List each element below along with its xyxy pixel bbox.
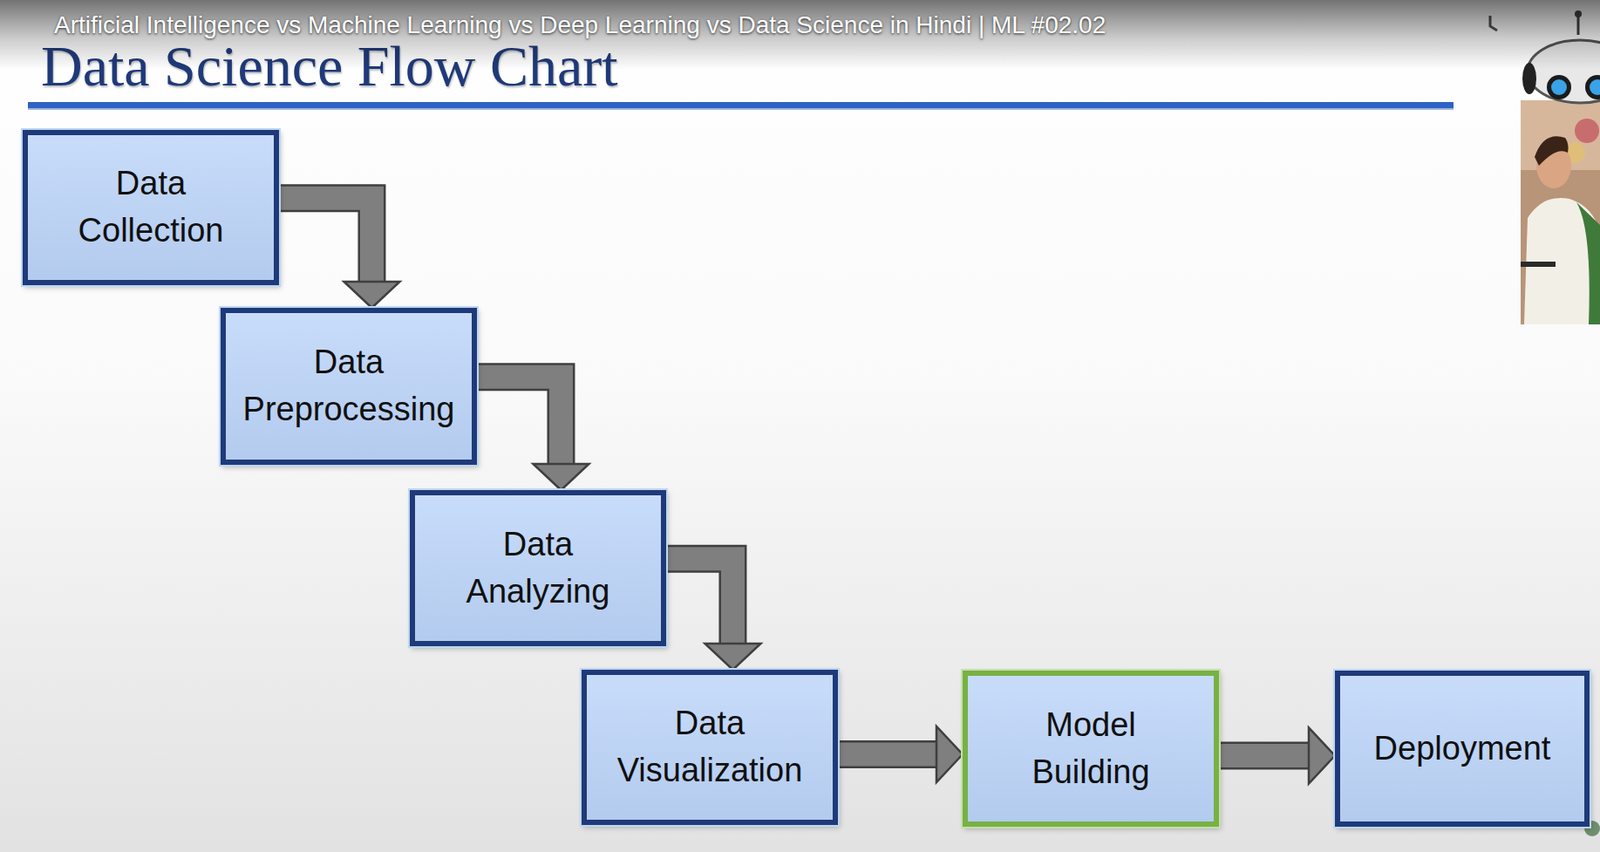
process-box: Deployment (1334, 670, 1590, 827)
video-title: Artificial Intelligence vs Machine Learn… (54, 10, 1106, 41)
arrow-head (343, 281, 400, 308)
flow-arrow (837, 726, 963, 783)
process-box: Data Visualization (581, 669, 838, 825)
arrow-shaft (1218, 743, 1310, 768)
presenter-thumbnail (1520, 100, 1600, 325)
arrow-head (532, 463, 589, 491)
process-box: Model Building (962, 670, 1219, 827)
flow-arrow (279, 197, 400, 308)
process-box: Data Analyzing (409, 490, 667, 647)
arrow-shaft-outline (476, 376, 561, 465)
arrow-shaft-outline (666, 558, 733, 645)
arrow-shaft (476, 376, 561, 465)
flow-arrow (1218, 728, 1335, 784)
box-label: Data Collection (78, 160, 225, 255)
arrow-shaft (279, 197, 372, 283)
box-label: Deployment (1374, 725, 1552, 773)
box-label: Model Building (1031, 701, 1150, 797)
arrow-shaft (837, 742, 938, 767)
arrow-head (936, 726, 963, 783)
title-rule (27, 102, 1454, 109)
flow-arrow (666, 558, 761, 670)
arrow-shaft-outline (279, 197, 372, 283)
process-box: Data Collection (22, 129, 280, 286)
arrow-shaft-outline (837, 740, 938, 769)
box-label: Data Analyzing (466, 521, 611, 616)
box-label: Data Visualization (617, 700, 804, 795)
arrow-shaft-outline (1218, 742, 1310, 770)
flow-arrow (476, 376, 589, 491)
process-box: Data Preprocessing (220, 307, 477, 465)
title-rule-shadow (27, 108, 1454, 110)
arrow-head (704, 643, 761, 670)
box-label: Data Preprocessing (243, 339, 456, 434)
arrow-head (1308, 728, 1335, 784)
arrow-shaft (666, 558, 733, 645)
